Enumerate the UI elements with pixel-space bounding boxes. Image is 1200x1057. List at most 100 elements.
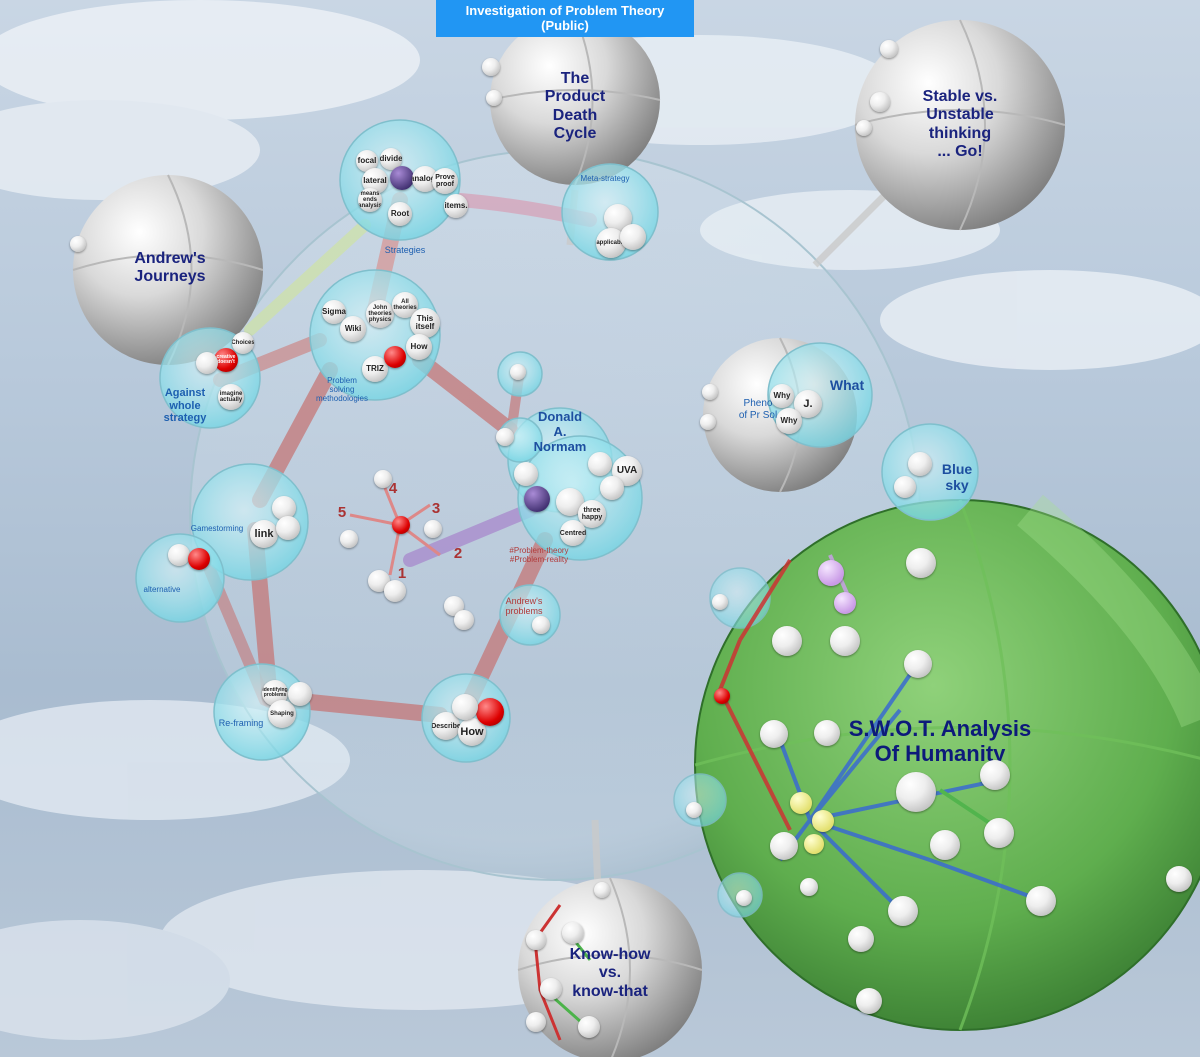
swot-node[interactable] <box>814 720 840 746</box>
knowhow-node[interactable] <box>578 1016 600 1038</box>
strategies-label[interactable]: Strategies <box>384 245 426 255</box>
node-ball[interactable] <box>454 610 474 630</box>
node-number-2[interactable]: 2 <box>453 545 463 562</box>
small-node[interactable] <box>70 236 86 252</box>
node-john[interactable]: John theories physics <box>366 300 394 328</box>
node-three[interactable]: three happy <box>578 500 606 528</box>
problem-solving-label[interactable]: Problem solving methodologies <box>310 376 374 404</box>
node-ball[interactable] <box>452 694 478 720</box>
small-node[interactable] <box>700 414 716 430</box>
node-ball[interactable] <box>384 580 406 602</box>
node-shaping[interactable]: Shaping <box>268 700 296 728</box>
small-node[interactable] <box>686 802 702 818</box>
node-ball[interactable] <box>276 516 300 540</box>
swot-node[interactable] <box>800 878 818 896</box>
swot-node[interactable] <box>772 626 802 656</box>
node-red[interactable] <box>476 698 504 726</box>
node-why2[interactable]: Why <box>776 408 802 434</box>
small-node[interactable] <box>856 120 872 136</box>
swot-node-red[interactable] <box>714 688 730 704</box>
swot-node[interactable] <box>930 830 960 860</box>
node-divide[interactable]: divide <box>380 148 402 170</box>
node-number-4[interactable]: 4 <box>388 480 398 497</box>
node-center-red[interactable] <box>392 516 410 534</box>
swot-node[interactable] <box>904 650 932 678</box>
swot-node[interactable] <box>980 760 1010 790</box>
swot-node-yellow[interactable] <box>804 834 824 854</box>
blue-sky-label[interactable]: Blue sky <box>935 461 979 493</box>
swot-node[interactable] <box>848 926 874 952</box>
node-ball[interactable] <box>620 224 646 250</box>
small-node[interactable] <box>486 90 502 106</box>
node-how[interactable]: How <box>406 334 432 360</box>
swot-node[interactable] <box>906 548 936 578</box>
node-this[interactable]: This itself <box>410 308 440 338</box>
swot-node-yellow[interactable] <box>790 792 812 814</box>
node-prove[interactable]: Prove proof <box>432 168 458 194</box>
gamestorming-label[interactable]: Gamestorming <box>190 524 244 533</box>
node-root[interactable]: Root <box>388 202 412 226</box>
node-red[interactable] <box>188 548 210 570</box>
swot-node-purple[interactable] <box>818 560 844 586</box>
swot-node[interactable] <box>888 896 918 926</box>
node-creative[interactable]: creative doesn't <box>214 348 238 372</box>
node-number-5[interactable]: 5 <box>337 504 347 521</box>
swot-sphere[interactable]: S.W.O.T. Analysis Of Humanity <box>820 716 1060 767</box>
node-ball[interactable] <box>908 452 932 476</box>
node-ball[interactable] <box>168 544 190 566</box>
node-ball[interactable] <box>424 520 442 538</box>
node-link[interactable]: link <box>250 520 278 548</box>
alternative-label[interactable]: alternative <box>143 585 181 594</box>
node-number-1[interactable]: 1 <box>397 565 407 582</box>
small-node[interactable] <box>496 428 514 446</box>
node-focal[interactable]: focal <box>356 150 378 172</box>
node-ball[interactable] <box>196 352 218 374</box>
node-choices[interactable]: Choices <box>232 332 254 354</box>
swot-node[interactable] <box>984 818 1014 848</box>
node-number-3[interactable]: 3 <box>431 500 441 517</box>
swot-node[interactable] <box>760 720 788 748</box>
donald-norman-label[interactable]: Donald A. Normam <box>528 409 592 455</box>
node-ball[interactable] <box>514 462 538 486</box>
swot-node[interactable] <box>1026 886 1056 916</box>
swot-node[interactable] <box>1166 866 1192 892</box>
small-node[interactable] <box>870 92 890 112</box>
knowhow-node[interactable] <box>526 930 546 950</box>
small-node[interactable] <box>712 594 728 610</box>
node-items[interactable]: items. <box>444 194 468 218</box>
hashtags-label[interactable]: #Problem-theory #Problem-reality <box>504 546 574 564</box>
node-ball[interactable] <box>288 682 312 706</box>
swot-node[interactable] <box>856 988 882 1014</box>
node-wiki[interactable]: Wiki <box>340 316 366 342</box>
stable-unstable-sphere[interactable]: Stable vs. Unstable thinking ... Go! <box>900 88 1020 162</box>
small-node[interactable] <box>702 384 718 400</box>
small-node[interactable] <box>532 616 550 634</box>
andrews-problems-label[interactable]: Andrew's problems <box>498 596 550 617</box>
andrews-journeys-sphere[interactable]: Andrew's Journeys <box>110 250 230 287</box>
swot-node-yellow[interactable] <box>812 810 834 832</box>
node-triz[interactable]: TRIZ <box>362 356 388 382</box>
knowhow-node[interactable] <box>562 922 584 944</box>
knowhow-node[interactable] <box>594 882 610 898</box>
node-means[interactable]: means ends analysis <box>358 188 382 212</box>
small-node[interactable] <box>510 364 526 380</box>
knowhow-node[interactable] <box>540 978 562 1000</box>
node-why1[interactable]: Why <box>770 384 794 408</box>
node-dark[interactable] <box>524 486 550 512</box>
node-ball[interactable] <box>894 476 916 498</box>
knowhow-node[interactable] <box>526 1012 546 1032</box>
small-node[interactable] <box>880 40 898 58</box>
knowhow-sphere[interactable]: Know-how vs. know-that <box>550 946 670 1001</box>
swot-node[interactable] <box>830 626 860 656</box>
swot-node[interactable] <box>896 772 936 812</box>
node-dark[interactable] <box>390 166 414 190</box>
node-ball[interactable] <box>340 530 358 548</box>
node-ball[interactable] <box>588 452 612 476</box>
node-ball[interactable] <box>600 476 624 500</box>
swot-node-purple[interactable] <box>834 592 856 614</box>
against-strategy-label[interactable]: Against whole strategy <box>158 387 212 425</box>
what-label[interactable]: What <box>829 377 865 393</box>
node-imagine[interactable]: imagine actually <box>218 384 244 410</box>
small-node[interactable] <box>736 890 752 906</box>
node-centred[interactable]: Centred <box>560 520 586 546</box>
